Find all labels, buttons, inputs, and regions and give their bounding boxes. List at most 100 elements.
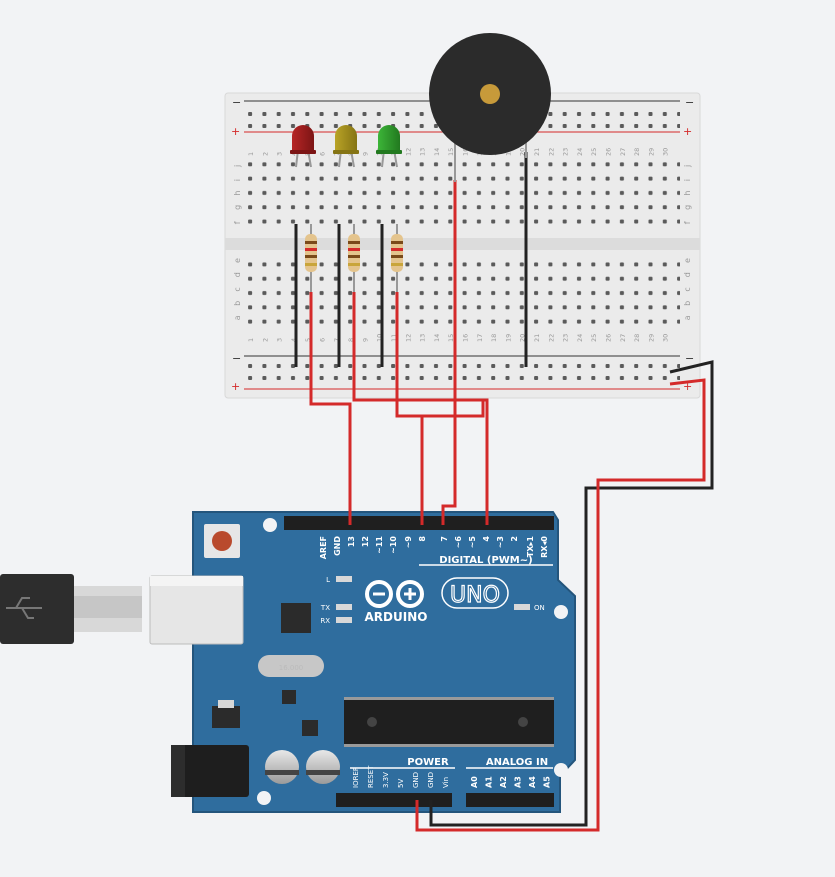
piezo-buzzer[interactable] [429, 33, 551, 182]
row-letter-right: g [683, 205, 692, 210]
column-number-bottom: 3 [276, 338, 284, 342]
row-letter-left: c [233, 287, 242, 291]
digital-pin-label: ~11 [375, 536, 384, 554]
column-number-bottom: 19 [504, 334, 512, 342]
usb-chip [281, 603, 311, 633]
svg-text:L: L [326, 576, 330, 584]
row-letter-left: h [233, 191, 242, 196]
rail-plus-top-left: + [231, 125, 240, 138]
power-header [336, 793, 452, 807]
wire-buzzer-to-pin-7 [441, 240, 457, 525]
column-number-bottom: 18 [490, 334, 498, 342]
column-number-bottom: 13 [419, 334, 427, 342]
onboard-leds: L TX RX ON [320, 576, 545, 625]
column-number-top: 24 [576, 148, 584, 156]
column-number-bottom: 7 [333, 338, 341, 342]
rail-minus-bottom-left: − [232, 352, 241, 365]
digital-pin-label: TX▸1 [526, 536, 535, 558]
column-number-bottom: 1 [247, 338, 255, 342]
usb-icon [6, 597, 42, 619]
column-number-bottom: 2 [261, 338, 269, 342]
column-number-bottom: 30 [662, 334, 670, 342]
rail-minus-bottom-right: − [685, 352, 694, 365]
column-number-bottom: 24 [576, 334, 584, 342]
digital-pin-label: ~6 [454, 536, 463, 549]
column-number-bottom: 20 [519, 334, 527, 342]
analog-pin-label: A4 [528, 776, 537, 788]
analog-pin-label: A1 [485, 776, 494, 788]
connection-wires [309, 240, 714, 832]
resistor-3[interactable] [391, 224, 403, 296]
red-led[interactable] [290, 125, 316, 168]
row-letter-right: a [683, 315, 692, 320]
usb-cable [0, 574, 142, 644]
row-letter-left: g [233, 205, 242, 210]
column-number-top: 26 [605, 148, 613, 156]
row-letter-left: b [233, 301, 242, 306]
crystal [258, 655, 324, 677]
reset-button[interactable] [204, 524, 240, 558]
svg-text:TX: TX [320, 604, 330, 612]
power-pin-label: GND [412, 772, 420, 788]
resistor-1[interactable] [305, 224, 317, 296]
wire-led-red-to-pin-13 [309, 292, 352, 525]
column-number-top: 12 [404, 148, 412, 156]
digital-pin-label: AREF [319, 536, 328, 559]
column-number-top: 28 [633, 148, 641, 156]
column-number-bottom: 25 [590, 334, 598, 342]
analog-pin-label: A5 [543, 776, 552, 788]
digital-pwm-label: DIGITAL (PWM~) [439, 555, 532, 566]
column-number-top: 22 [547, 148, 555, 156]
column-number-bottom: 29 [647, 334, 655, 342]
column-number-bottom: 4 [290, 338, 298, 342]
capacitor-2 [306, 750, 340, 784]
capacitor-1 [265, 750, 299, 784]
digital-pin-label: 4 [482, 536, 491, 542]
rail-plus-bottom-right: + [683, 380, 692, 393]
column-number-top: 9 [361, 152, 369, 156]
analog-header [466, 793, 554, 807]
column-number-top: 13 [419, 148, 427, 156]
analog-pin-label: A2 [499, 776, 508, 788]
row-letter-right: c [683, 287, 692, 291]
column-number-bottom: 12 [404, 334, 412, 342]
rail-minus-top-right: − [685, 96, 694, 109]
row-letter-left: e [233, 258, 242, 263]
row-letter-right: j [683, 165, 692, 168]
power-pin-label: 3.3V [382, 772, 390, 788]
power-pin-label: 5V [397, 779, 405, 788]
row-letter-right: f [683, 221, 692, 224]
column-number-bottom: 8 [347, 338, 355, 342]
rail-minus-top-left: − [232, 96, 241, 109]
column-number-bottom: 10 [376, 334, 384, 342]
row-letter-right: i [683, 179, 692, 181]
analog-pin-label: A3 [514, 776, 523, 788]
column-number-top: 15 [447, 148, 455, 156]
rail-plus-top-right: + [683, 125, 692, 138]
column-number-bottom: 14 [433, 334, 441, 342]
column-number-bottom: 22 [547, 334, 555, 342]
column-number-top: 29 [647, 148, 655, 156]
power-pin-label: GND [427, 772, 435, 788]
wire-power-rail-to-5v [415, 378, 706, 832]
crystal-label: 16.000 [279, 664, 304, 672]
power-pin-label: Vin [442, 777, 450, 788]
analog-in-label: ANALOG IN [486, 757, 548, 768]
digital-pin-label: ~3 [496, 536, 505, 548]
digital-pin-label: ~10 [389, 536, 398, 554]
column-number-bottom: 17 [476, 334, 484, 342]
row-letter-left: i [233, 179, 242, 181]
resistor-2[interactable] [348, 224, 360, 296]
row-letter-right: h [683, 191, 692, 196]
green-led[interactable] [376, 125, 402, 168]
column-number-top: 27 [619, 148, 627, 156]
column-number-bottom: 28 [633, 334, 641, 342]
digital-pin-label: 8 [418, 536, 427, 542]
column-number-bottom: 9 [361, 338, 369, 342]
barrel-jack [171, 745, 249, 797]
voltage-regulator [212, 706, 240, 728]
yellow-led[interactable] [333, 125, 359, 168]
column-number-top: 25 [590, 148, 598, 156]
